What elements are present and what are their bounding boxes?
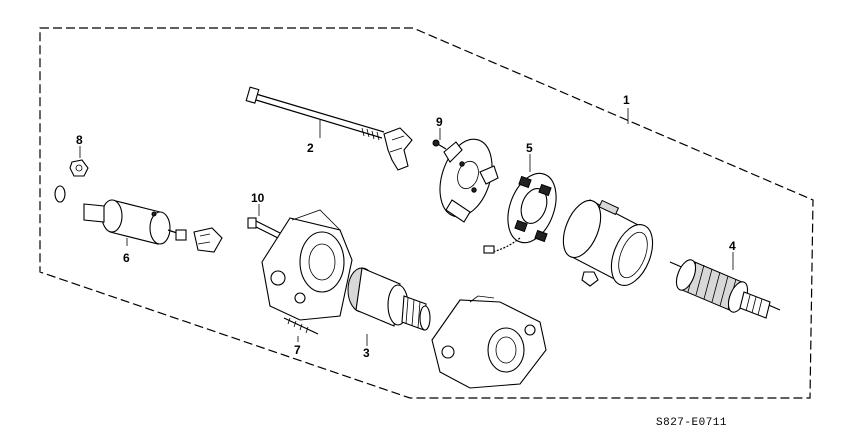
yoke-housing (562, 199, 654, 286)
armature-part-4 (669, 259, 781, 319)
callout-10: 10 (251, 191, 265, 205)
solenoid-part-6 (83, 199, 187, 245)
assembly-boundary (39, 27, 814, 399)
callout-5: 5 (526, 141, 533, 155)
through-bolt-part-2 (245, 86, 385, 141)
bracket (383, 127, 413, 171)
callout-2: 2 (307, 141, 314, 155)
pinion-gear-part-3 (347, 267, 431, 331)
clip (581, 271, 599, 287)
callout-1: 1 (623, 93, 630, 107)
callout-8: 8 (76, 133, 83, 147)
plunger-terminal (193, 227, 223, 253)
gear-housing (431, 295, 547, 389)
callout-9: 9 (436, 115, 443, 129)
nut-part-8 (54, 159, 89, 203)
rear-cover-plate (439, 138, 499, 223)
screw-part-9 (432, 139, 447, 150)
diagram-part-code: S827-E0711 (656, 417, 727, 429)
brush-holder-part-5 (483, 172, 557, 254)
drive-end-housing (261, 209, 353, 321)
stud-part-7 (283, 317, 319, 335)
callout-6: 6 (123, 251, 130, 265)
callout-7: 7 (294, 343, 301, 357)
callout-3: 3 (363, 346, 370, 360)
leader-lines (79, 108, 734, 346)
callout-4: 4 (729, 239, 736, 253)
